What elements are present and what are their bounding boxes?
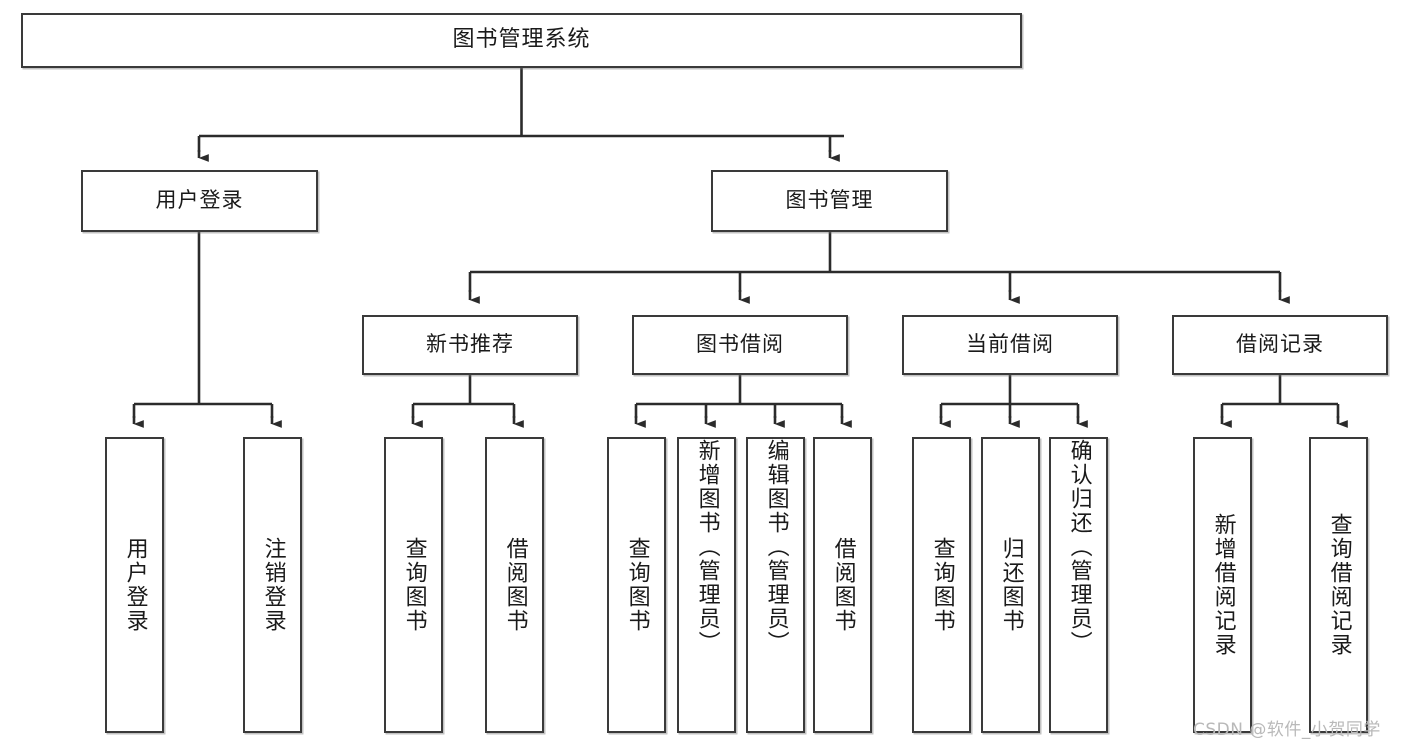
leaf-return-book[interactable]: 归还图书 (981, 437, 1040, 733)
node-label: 查询图书 (624, 537, 650, 633)
leaf-confirm-return-admin[interactable]: 确认归还（管理员） (1049, 437, 1108, 733)
node-label: 确认归还（管理员） (1066, 439, 1092, 655)
node-book-management[interactable]: 图书管理 (711, 170, 948, 232)
node-label: 借阅记录 (1236, 332, 1324, 357)
node-label: 图书借阅 (696, 332, 784, 357)
node-label: 注销登录 (260, 537, 286, 633)
node-label: 查询图书 (401, 537, 427, 633)
node-new-book-recommend[interactable]: 新书推荐 (362, 315, 578, 375)
node-label: 用户登录 (122, 537, 148, 633)
leaf-borrow-book[interactable]: 借阅图书 (813, 437, 872, 733)
leaf-borrow-book-recommend[interactable]: 借阅图书 (485, 437, 544, 733)
node-label: 新书推荐 (426, 332, 514, 357)
node-user-login[interactable]: 用户登录 (81, 170, 318, 232)
leaf-query-book-recommend[interactable]: 查询图书 (384, 437, 443, 733)
node-book-borrow[interactable]: 图书借阅 (632, 315, 848, 375)
node-root-system[interactable]: 图书管理系统 (21, 13, 1022, 68)
leaf-user-login[interactable]: 用户登录 (105, 437, 164, 733)
leaf-add-borrow-record[interactable]: 新增借阅记录 (1193, 437, 1252, 733)
node-label: 新增图书（管理员） (694, 439, 720, 655)
node-label: 查询借阅记录 (1326, 513, 1352, 657)
leaf-query-book-current[interactable]: 查询图书 (912, 437, 971, 733)
leaf-query-borrow-record[interactable]: 查询借阅记录 (1309, 437, 1368, 733)
leaf-logout[interactable]: 注销登录 (243, 437, 302, 733)
node-label: 当前借阅 (966, 332, 1054, 357)
node-label: 借阅图书 (502, 537, 528, 633)
node-label: 查询图书 (929, 537, 955, 633)
leaf-edit-book-admin[interactable]: 编辑图书（管理员） (746, 437, 805, 733)
leaf-query-book-borrow[interactable]: 查询图书 (607, 437, 666, 733)
node-borrow-record[interactable]: 借阅记录 (1172, 315, 1388, 375)
leaf-add-book-admin[interactable]: 新增图书（管理员） (677, 437, 736, 733)
csdn-watermark: CSDN @软件_小贺同学 (1193, 720, 1381, 740)
node-label: 归还图书 (998, 537, 1024, 633)
node-label: 编辑图书（管理员） (763, 439, 789, 655)
node-label: 新增借阅记录 (1210, 513, 1236, 657)
node-label: 图书管理系统 (452, 27, 591, 53)
node-label: 借阅图书 (830, 537, 856, 633)
node-label: 用户登录 (155, 188, 244, 213)
node-current-borrow[interactable]: 当前借阅 (902, 315, 1118, 375)
node-label: 图书管理 (785, 188, 874, 213)
